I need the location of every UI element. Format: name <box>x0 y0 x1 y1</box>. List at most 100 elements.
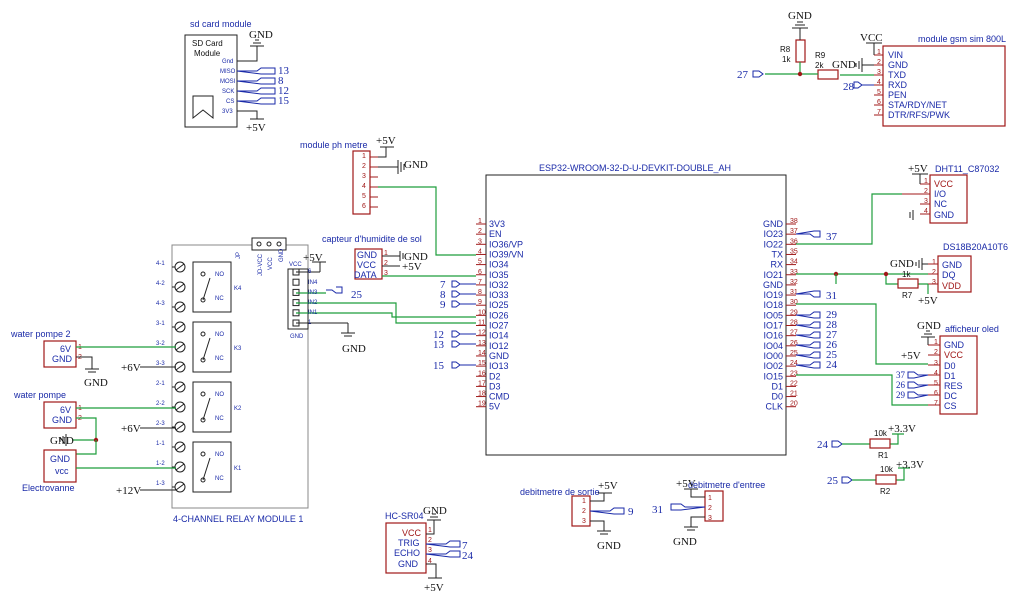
dht-num-0: 1 <box>924 178 928 185</box>
sd-pin-2: MOSI <box>220 79 236 85</box>
oled-num-3: 4 <box>934 370 938 377</box>
ph-metre-module[interactable]: module ph metre 1 2 3 4 5 6 +5V GND <box>300 135 476 256</box>
esp-net-37: 37 <box>826 231 838 243</box>
esp-left-num-0: 1 <box>478 218 482 225</box>
esp-left-pin-9: IO26 <box>489 310 509 320</box>
esp-net-31: 31 <box>826 290 837 302</box>
esp-right-pin-4: RX <box>770 260 783 270</box>
gsm-net-27: 27 <box>737 69 749 81</box>
dht-num-1: 2 <box>924 188 928 195</box>
ds18b20-sensor[interactable]: DS18B20A10T6 GND DQ VDD 1 2 3 GND 1k R7 … <box>890 242 1008 307</box>
dht11-sensor[interactable]: DHT11_C87032 VCC I/O NC GND 1 2 3 4 +5V <box>902 163 999 224</box>
flowmeter-outlet[interactable]: debitmetre de sortie 1 2 3 +5V 9 GND <box>520 480 634 552</box>
electrovanne[interactable]: GND vcc Electrovanne +12V <box>22 449 176 497</box>
esp-left-pin-8: IO25 <box>489 300 509 310</box>
gsm-num-1: 2 <box>877 59 881 66</box>
esp-right-pin-8: IO18 <box>763 300 783 310</box>
relay-net-25: 25 <box>351 289 363 301</box>
sd-net-12: 12 <box>278 85 289 97</box>
esp-net-8: 8 <box>440 289 446 301</box>
esp-left-pin-5: IO35 <box>489 270 509 280</box>
valve-g: GND <box>50 454 71 464</box>
ds-pwr-label: +5V <box>918 295 938 307</box>
dht-pwr-label: +5V <box>908 163 928 175</box>
gsm-pin-5: STA/RDY/NET <box>888 100 947 110</box>
ph-num-3: 4 <box>362 183 366 190</box>
esp-left-pin-7: IO33 <box>489 290 509 300</box>
hc-num-1: 2 <box>428 537 432 544</box>
esp-right-pin-14: IO02 <box>763 361 783 371</box>
esp-right-pin-1: IO23 <box>763 229 783 239</box>
hc-num-3: 4 <box>428 558 432 565</box>
resistor-r2[interactable]: 25 10k R2 +3.3V <box>827 459 924 496</box>
debs-gnd: GND <box>597 540 621 552</box>
r2-pwr: +3.3V <box>896 459 924 471</box>
hc-pin-0: VCC <box>402 528 422 538</box>
esp-right-pin-13: IO00 <box>763 351 783 361</box>
relay-term-10: 1-2 <box>156 461 165 467</box>
oled-num-6: 7 <box>934 400 938 407</box>
gsm-num-6: 7 <box>877 109 881 116</box>
relay-no-2: NO <box>215 392 224 398</box>
debe-num-2: 3 <box>708 515 712 522</box>
valve-v: vcc <box>55 466 69 476</box>
esp-left-pin-18: 5V <box>489 402 500 412</box>
oled-num-2: 3 <box>934 360 938 367</box>
esp-right-num-10: 28 <box>790 320 798 327</box>
esp-left-pin-4: IO34 <box>489 260 509 270</box>
water-pump[interactable]: water pompe 6V GND 1 2 GND +6V <box>13 390 176 455</box>
sd-box-title: SD Card <box>192 39 223 48</box>
relay-k-0: K4 <box>234 286 242 292</box>
relay-module[interactable]: 4-CHANNEL RELAY MODULE 1 JP JD-VCC VCC G… <box>156 237 476 524</box>
relay-nc-0: NC <box>215 296 224 302</box>
sd-card-module[interactable]: sd card module SD Card Module Gnd MISO M… <box>184 19 290 134</box>
ds-pin-2: VDD <box>942 281 962 291</box>
sd-pin-4: CS <box>226 99 234 105</box>
pump-gnd: GND <box>50 435 74 447</box>
esp-right-num-12: 26 <box>790 340 798 347</box>
flowmeter-inlet[interactable]: debitmetre d'entree 1 2 3 +5V 31 GND <box>652 478 765 548</box>
oled-display[interactable]: afficheur oled GND VCC D0 D1 RES DC CS 1… <box>896 320 999 415</box>
debs-num-2: 3 <box>582 518 586 525</box>
esp-right-pin-0: GND <box>763 219 784 229</box>
esp-right-pin-3: TX <box>771 249 783 259</box>
esp-net-28: 28 <box>826 319 838 331</box>
soil-humidity-sensor[interactable]: capteur d'humidite de sol GND VCC DATA 1… <box>322 234 476 280</box>
water-pump-2[interactable]: water pompe 2 6V GND 1 2 GND +6V <box>10 329 176 389</box>
relay-jp-gnd: GND <box>279 248 285 262</box>
gsm-vcc-label: VCC <box>860 32 883 44</box>
esp-right-pin-16: D1 <box>771 381 783 391</box>
relay-term-4: 3-2 <box>156 341 165 347</box>
relay-hdr-n6: 6 <box>308 269 312 275</box>
ds-pin-1: DQ <box>942 270 956 280</box>
valve-box <box>43 449 77 483</box>
r2-net: 25 <box>827 475 839 487</box>
hc-sr04-sensor[interactable]: HC-SR04 VCC TRIG ECHO GND 1 2 3 4 GND 7 … <box>385 505 474 594</box>
esp-left-pin-11: IO14 <box>489 331 509 341</box>
esp-right-pin-9: IO05 <box>763 310 783 320</box>
relay-term-9: 1-1 <box>156 441 165 447</box>
debe-num-0: 1 <box>708 495 712 502</box>
sd-pin-3: SCK <box>222 89 234 95</box>
dht-title: DHT11_C87032 <box>935 164 999 174</box>
esp-net-15: 15 <box>433 360 445 372</box>
esp-right-num-15: 23 <box>790 370 798 377</box>
esp-right-num-13: 25 <box>790 350 798 357</box>
hc-num-2: 3 <box>428 547 432 554</box>
ds-pin-0: GND <box>942 260 963 270</box>
esp-right-pin-11: IO16 <box>763 331 783 341</box>
debs-net: 9 <box>628 506 634 518</box>
hum-num-0: 1 <box>384 250 388 257</box>
esp-left-pin-15: D2 <box>489 371 501 381</box>
esp-left-num-3: 4 <box>478 248 482 255</box>
gsm-module[interactable]: module gsm sim 800L VIN GND TXD RXD PEN … <box>737 10 1006 127</box>
esp-left-num-15: 16 <box>478 370 486 377</box>
esp-right-num-9: 29 <box>790 309 798 316</box>
esp-right-num-1: 37 <box>790 228 798 235</box>
relay-nc-1: NC <box>215 356 224 362</box>
resistor-r1[interactable]: 24 10k R1 +3.3V <box>817 423 916 460</box>
esp-left-pin-3: IO39/VN <box>489 249 524 259</box>
